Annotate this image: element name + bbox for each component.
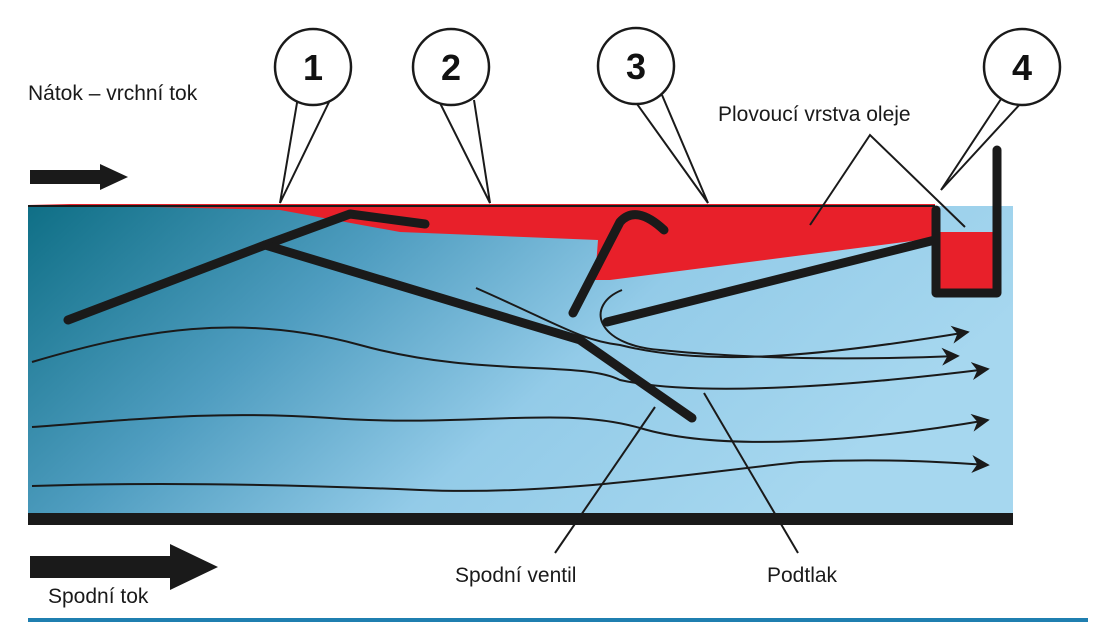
baffle-3-ramp (602, 235, 940, 327)
flow-lines (31, 287, 990, 492)
bottom-flow-arrow (30, 544, 218, 590)
oil-collector-walls (931, 145, 1002, 298)
callout-3: 3 (596, 26, 676, 106)
footer-rule (28, 618, 1088, 622)
bottom-flow-label: Spodní tok (48, 585, 149, 608)
underpressure-leader (703, 392, 799, 554)
callout-1: 1 (273, 27, 353, 107)
callout-pointers (279, 89, 1023, 204)
flow-line (31, 413, 990, 443)
oil-layer-leader (809, 133, 966, 228)
callout-4: 4 (982, 27, 1062, 107)
tank-floor (28, 513, 1013, 525)
underpressure-label: Podtlak (767, 564, 838, 587)
annotation-leaders (554, 133, 966, 554)
callout-4-number: 4 (1012, 47, 1032, 88)
callout-1-number: 1 (303, 47, 323, 88)
top-inflow-arrow (30, 164, 128, 190)
flow-line (599, 289, 960, 366)
baffle-structure (63, 145, 1002, 423)
bottom-valve-plate (260, 240, 697, 423)
callout-2: 2 (411, 27, 491, 107)
bottom-valve-leader (554, 406, 656, 554)
flow-line (475, 287, 970, 359)
water-body (28, 206, 1013, 516)
oil-collector-fill (940, 232, 995, 290)
flow-line (31, 326, 990, 390)
callout-2-number: 2 (441, 47, 461, 88)
flow-line (31, 455, 990, 492)
baffle-3-hook (568, 210, 669, 318)
baffle-1 (63, 209, 430, 325)
callout-3-number: 3 (626, 46, 646, 87)
bottom-valve-label: Spodní ventil (455, 564, 576, 587)
oil-layer-label: Plovoucí vrstva oleje (718, 103, 911, 126)
oil-layer-main (28, 204, 935, 280)
inflow-top-label: Nátok – vrchní tok (28, 82, 198, 105)
